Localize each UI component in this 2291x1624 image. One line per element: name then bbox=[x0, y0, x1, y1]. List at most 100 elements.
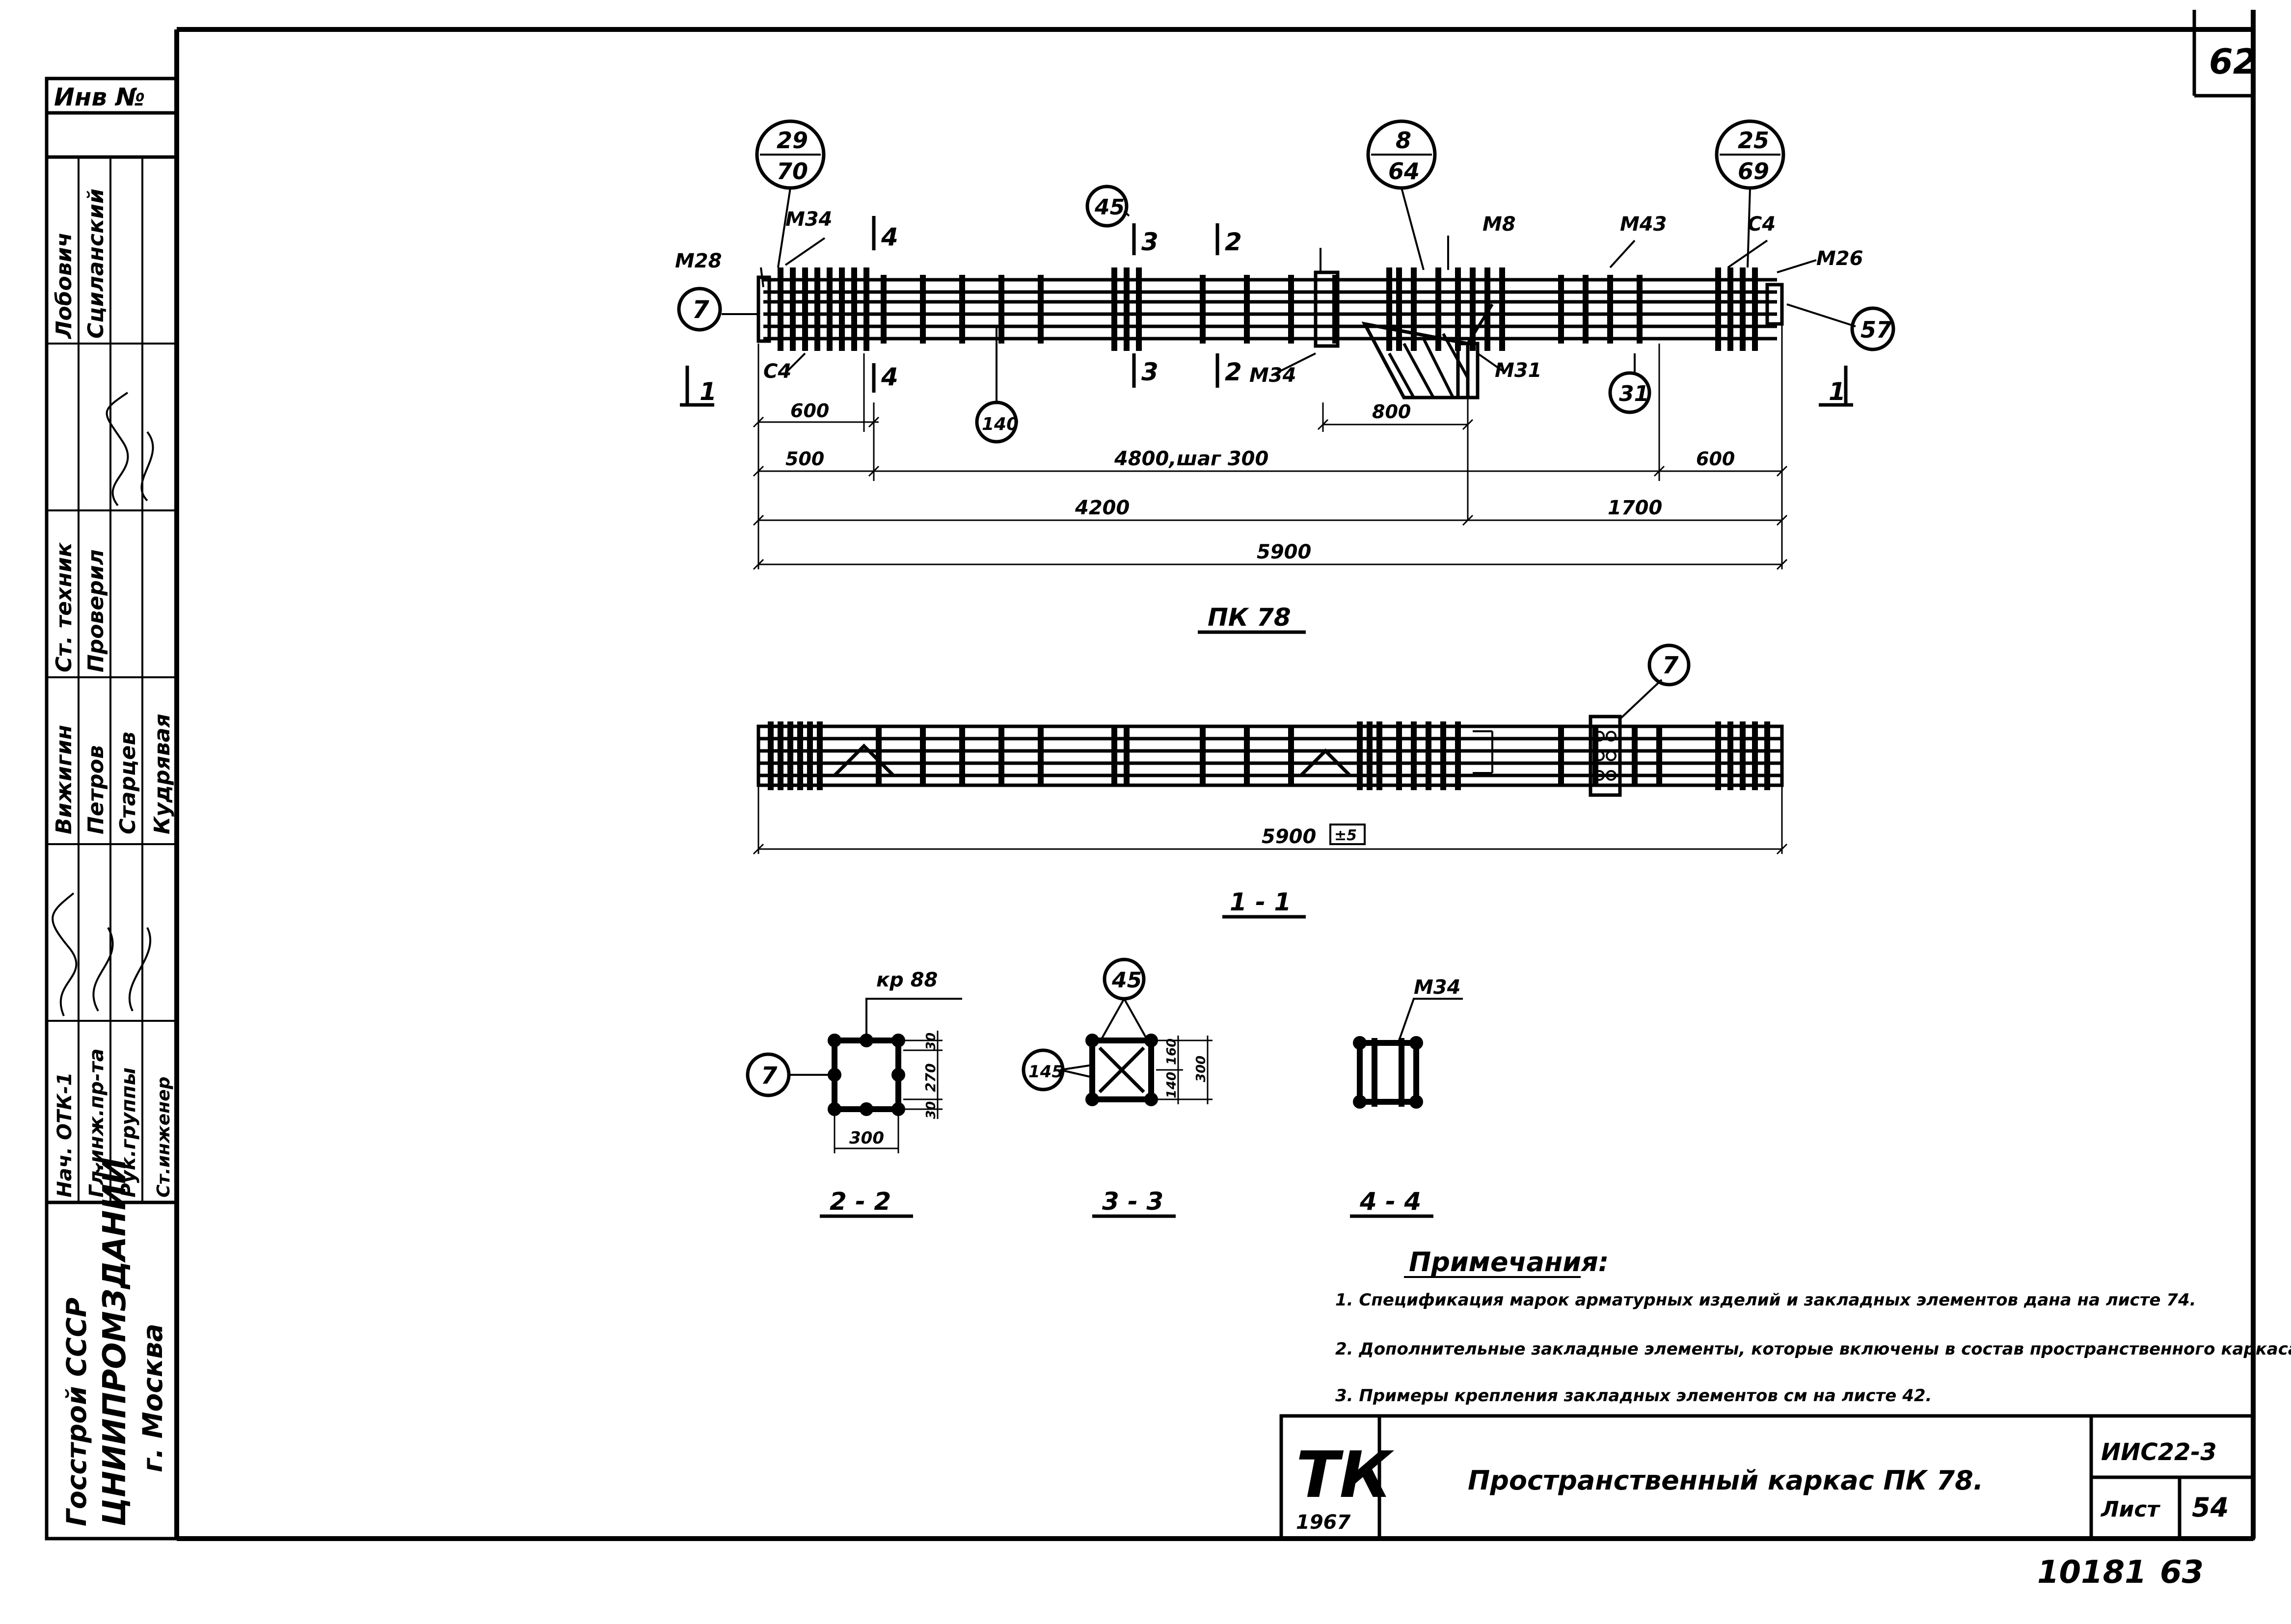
callout-7-elevation-label: 7 bbox=[1662, 652, 1679, 679]
callout-7-section-label: 7 bbox=[761, 1062, 778, 1090]
dim-4200: 4200 bbox=[1075, 497, 1130, 519]
role-proveril: Проверил bbox=[83, 549, 108, 672]
callout-25-69 bbox=[1715, 119, 1785, 268]
callout-140-plan-label: 140 bbox=[982, 414, 1019, 434]
name-petrov: Петров bbox=[83, 745, 108, 834]
label-m31: М31 bbox=[1495, 359, 1541, 382]
callout-8-64 bbox=[1366, 119, 1437, 270]
role-nach-otk: Нач. ОТК-1 bbox=[54, 1072, 76, 1198]
tk-logo: ТК bbox=[1296, 1438, 1395, 1512]
section-3-3-h2: 140 bbox=[1164, 1072, 1179, 1098]
dim-4800: 4800,шаг 300 bbox=[1114, 448, 1268, 470]
callout-7-plan bbox=[677, 287, 722, 332]
section-3-3-title: 3 - 3 bbox=[1102, 1187, 1163, 1216]
cut-2-top: 2 bbox=[1225, 228, 1242, 256]
section-3-3 bbox=[1060, 998, 1213, 1106]
notes-block: Примечания: 1. Спецификация марок армату… bbox=[1335, 1247, 2291, 1406]
role-ruk-gruppy: Рук.группы bbox=[117, 1067, 140, 1198]
label-m34-top: М34 bbox=[785, 208, 832, 231]
callout-45-plan bbox=[1085, 185, 1129, 228]
callout-145-section bbox=[1022, 1048, 1065, 1092]
role-gl-inzh: Гл.инж.пр-та bbox=[85, 1048, 108, 1198]
handwritten-signatures bbox=[52, 392, 154, 1016]
callout-31-plan bbox=[1608, 371, 1651, 414]
callout-45-plan-label: 45 bbox=[1094, 195, 1125, 220]
sheet-label: Лист bbox=[2100, 1497, 2160, 1522]
label-m8: М8 bbox=[1482, 213, 1516, 236]
note-3: 3. Примеры крепления закладных элементов… bbox=[1335, 1386, 1932, 1406]
callout-57-plan bbox=[1850, 306, 1895, 351]
label-c4-right: С4 bbox=[1748, 213, 1776, 236]
section-2-2-label-top: кр 88 bbox=[876, 969, 938, 991]
cut-3-top: 3 bbox=[1141, 228, 1159, 256]
role-st-inzhener: Ст.инженер bbox=[154, 1077, 174, 1198]
cut-1-left: 1 bbox=[700, 377, 717, 406]
callout-45-section bbox=[1103, 958, 1146, 1001]
callout-145-section-label: 145 bbox=[1028, 1062, 1063, 1082]
plan-dimensions bbox=[753, 324, 1788, 570]
name-kudryavaya: Кудрявая bbox=[150, 714, 175, 834]
sheet-number: 54 bbox=[2192, 1492, 2229, 1523]
section-2-2-h1: 30 bbox=[924, 1033, 939, 1050]
title-text: Пространственный каркас ПК 78. bbox=[1468, 1465, 1983, 1496]
callout-7-section bbox=[746, 1052, 791, 1097]
label-c4-left: С4 bbox=[763, 360, 791, 383]
section-3-3-h3: 300 bbox=[1194, 1056, 1209, 1082]
plan-stirrups bbox=[778, 267, 1758, 351]
dim-1700: 1700 bbox=[1608, 497, 1662, 519]
org-gosstroy: Госстрой СССР bbox=[61, 1298, 92, 1526]
footer-page: 63 bbox=[2160, 1554, 2204, 1591]
elevation-title: 1 - 1 bbox=[1230, 888, 1291, 916]
callout-7-plan-label: 7 bbox=[692, 295, 709, 324]
tk-year: 1967 bbox=[1296, 1511, 1350, 1534]
section-4-4-label-top: М34 bbox=[1414, 976, 1460, 999]
elevation-length-tolerance: ±5 bbox=[1334, 827, 1357, 844]
callout-8-64-top: 8 bbox=[1396, 127, 1411, 154]
elevation-view bbox=[753, 679, 1788, 855]
org-moskva: г. Москва bbox=[137, 1324, 168, 1472]
callout-25-69-bottom: 69 bbox=[1738, 158, 1769, 185]
dim-600-left: 600 bbox=[790, 400, 829, 422]
label-m26: М26 bbox=[1816, 247, 1863, 270]
section-2-2-title: 2 - 2 bbox=[830, 1187, 891, 1216]
callout-29-70 bbox=[755, 119, 826, 268]
callout-57-plan-label: 57 bbox=[1860, 317, 1892, 343]
org-cniipromzdaniy: ЦНИИПРОМЗДАНИЙ bbox=[96, 1158, 133, 1526]
elevation-length: 5900 bbox=[1262, 825, 1316, 848]
dim-600-right: 600 bbox=[1696, 448, 1735, 470]
plan-title: ПК 78 bbox=[1208, 603, 1291, 632]
series-code: ИИС22-3 bbox=[2101, 1438, 2217, 1466]
name-vizhigin: Вижигин bbox=[52, 725, 77, 834]
callout-45-section-label: 45 bbox=[1111, 968, 1142, 993]
title-block bbox=[1279, 1414, 2255, 1541]
dim-500: 500 bbox=[785, 448, 824, 470]
label-m34-bottom: М34 bbox=[1249, 364, 1296, 387]
cut-4-top: 4 bbox=[881, 223, 898, 251]
inv-no-label: Инв № bbox=[54, 83, 145, 111]
cut-1-right: 1 bbox=[1829, 377, 1846, 406]
note-1: 1. Спецификация марок арматурных изделий… bbox=[1335, 1290, 2196, 1310]
section-2-2 bbox=[790, 998, 962, 1153]
section-2-2-h3: 30 bbox=[924, 1101, 939, 1119]
cut-4-bottom: 4 bbox=[881, 363, 898, 391]
note-2: 2. Дополнительные закладные элементы, ко… bbox=[1335, 1339, 2291, 1359]
order-number: 10181 bbox=[2037, 1554, 2147, 1591]
page-number: 62 bbox=[2209, 42, 2257, 82]
role-st-tekhnik: Ст. техник bbox=[52, 542, 77, 672]
name-startsev: Старцев bbox=[115, 732, 140, 834]
dim-800: 800 bbox=[1372, 401, 1411, 423]
name-lobovich: Лобович bbox=[52, 232, 77, 340]
dim-5900: 5900 bbox=[1257, 541, 1311, 563]
callout-29-70-bottom: 70 bbox=[777, 158, 808, 185]
callout-8-64-bottom: 64 bbox=[1388, 158, 1420, 185]
callout-31-plan-label: 31 bbox=[1619, 381, 1649, 406]
label-m43: М43 bbox=[1620, 213, 1667, 236]
callout-140-plan bbox=[975, 400, 1018, 444]
callout-25-69-top: 25 bbox=[1738, 127, 1769, 154]
side-stamp bbox=[45, 77, 179, 1541]
callout-7-elevation bbox=[1647, 643, 1691, 687]
section-4-4-title: 4 - 4 bbox=[1359, 1187, 1421, 1216]
cut-2-bottom: 2 bbox=[1225, 358, 1242, 386]
label-m28: М28 bbox=[675, 250, 722, 272]
